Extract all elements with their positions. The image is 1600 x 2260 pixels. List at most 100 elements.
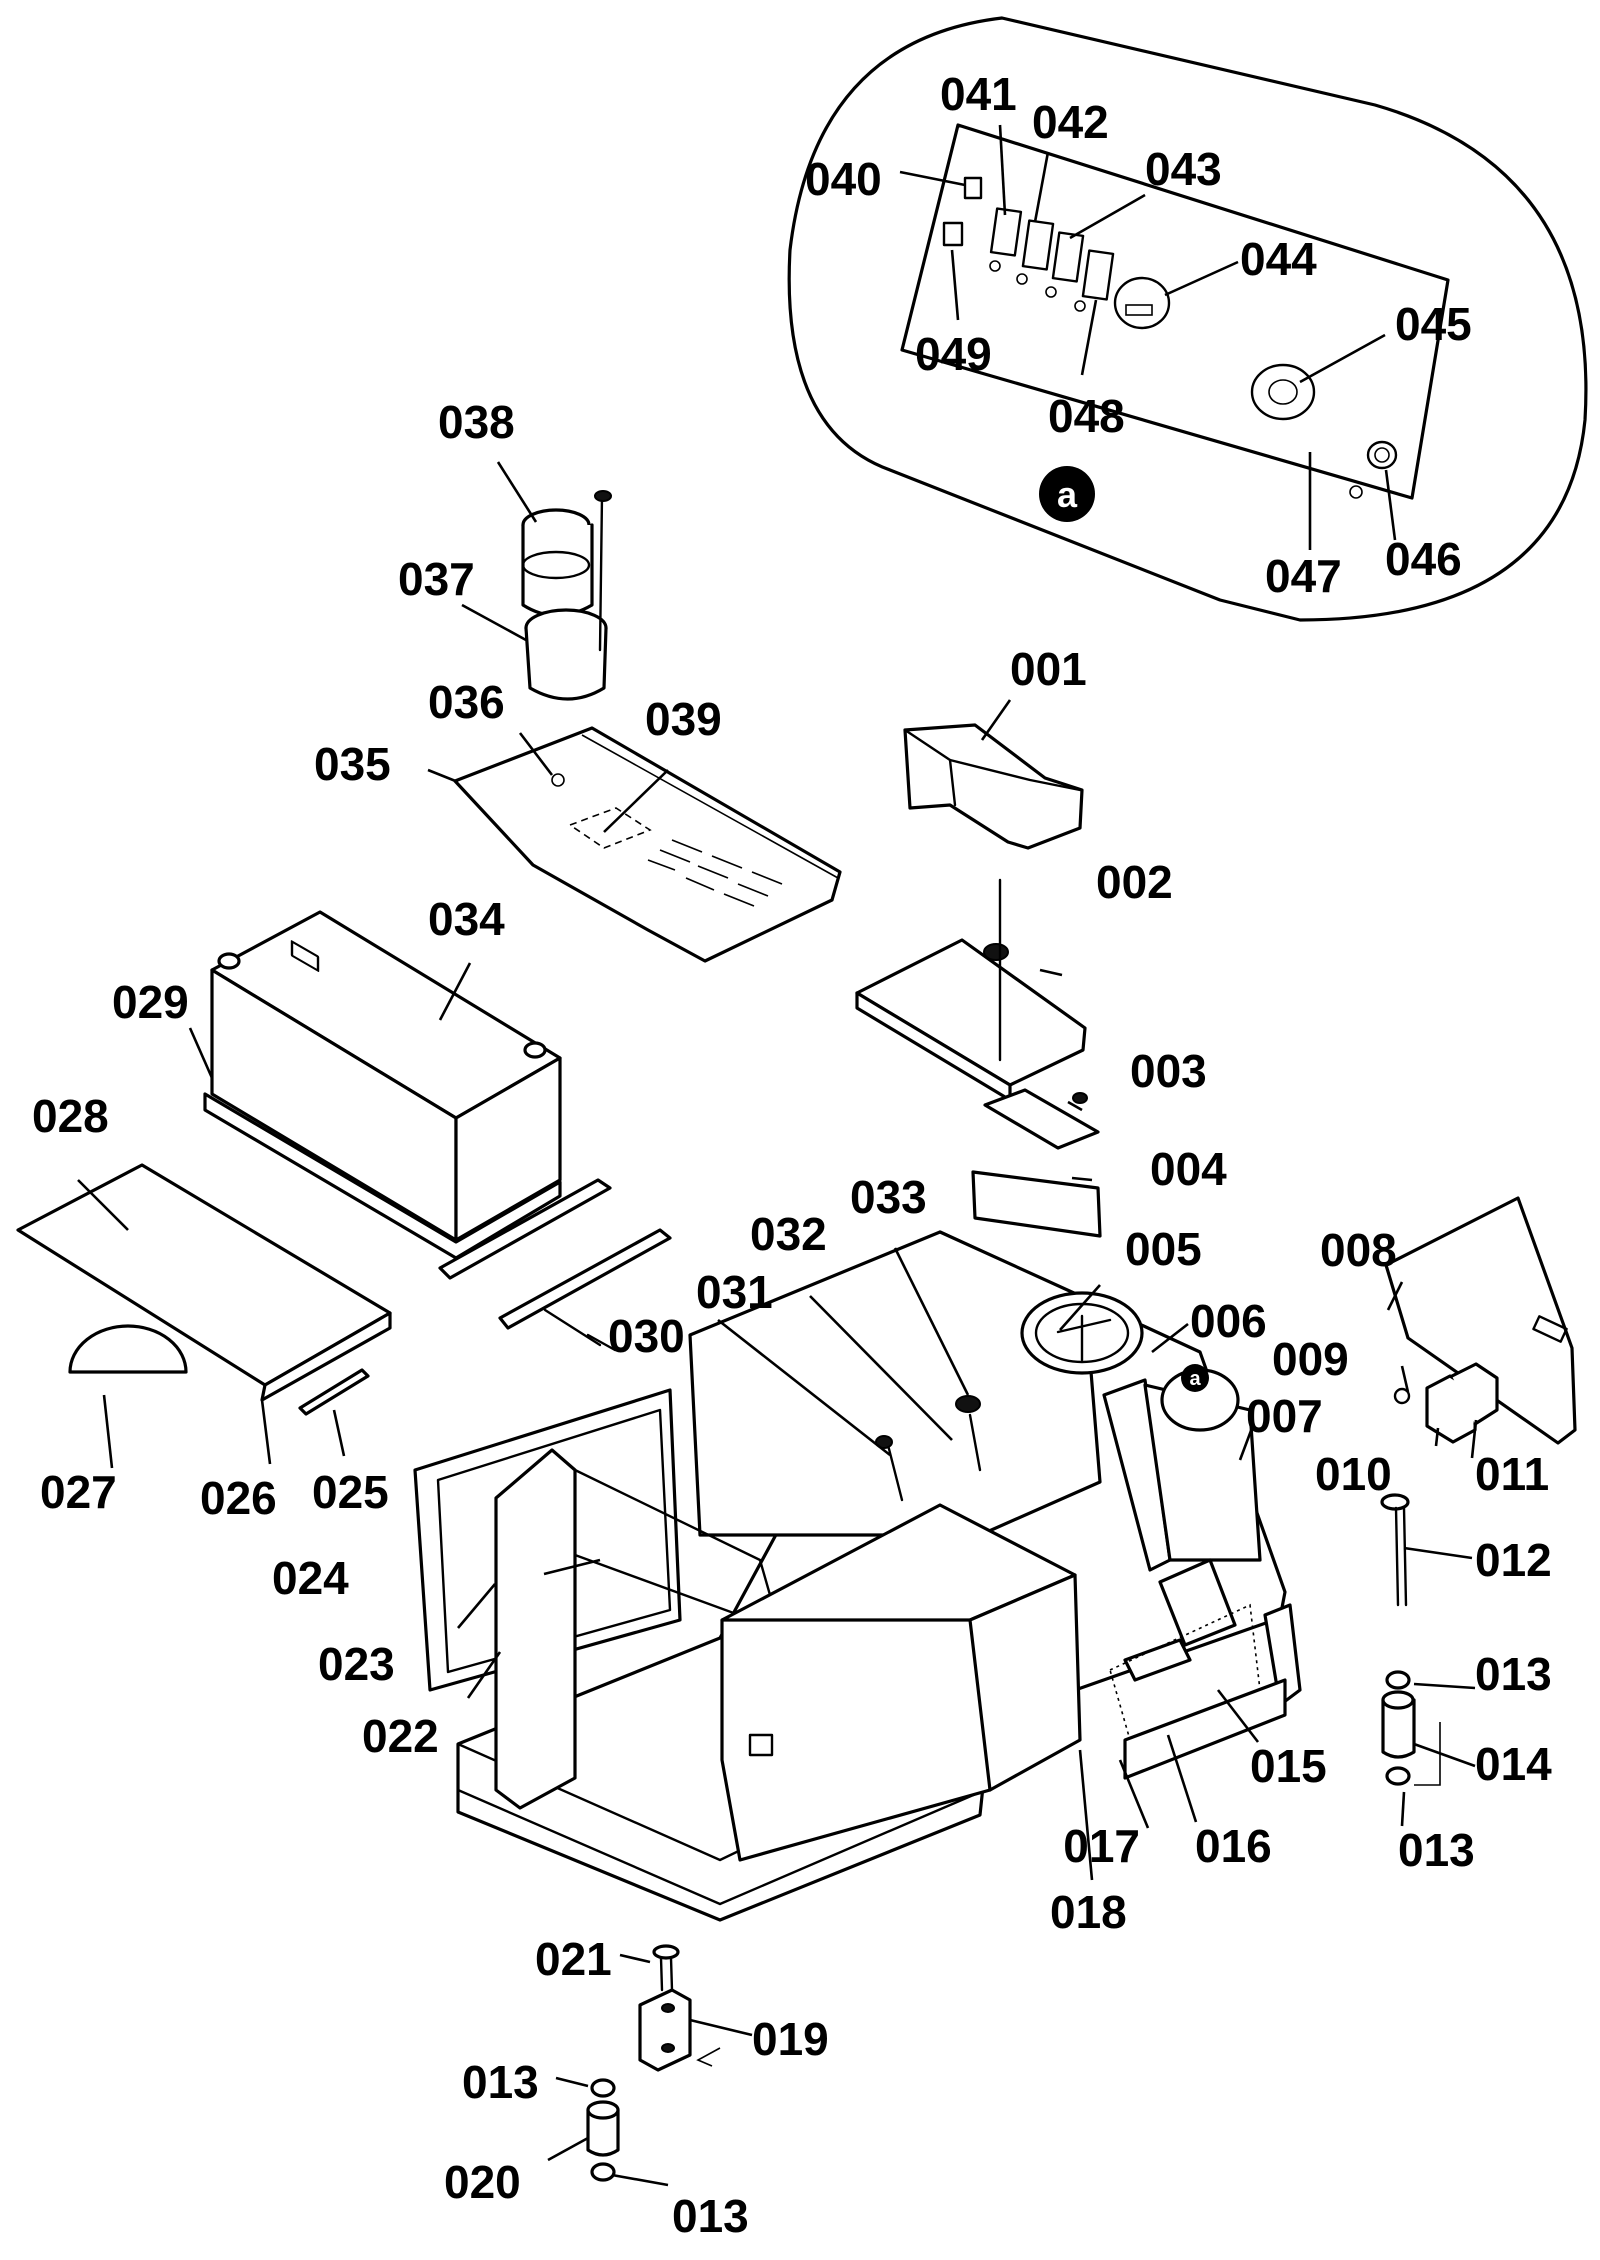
rear-cover-plate-035 [453,726,842,963]
callout-badge-letter: a [1057,474,1078,515]
grommet-036 [551,773,565,787]
label-021: 021 [535,1933,612,1985]
label-007: 007 [1246,1390,1323,1442]
label-019: 019 [752,2013,829,2065]
label-015: 015 [1250,1740,1327,1792]
label-044: 044 [1240,233,1317,285]
label-049: 049 [915,328,992,380]
label-003: 003 [1130,1045,1207,1097]
cover-label-039 [568,807,652,849]
label-004: 004 [1150,1143,1227,1195]
bolt-021 [652,1944,680,1960]
relay-bracket-008 [1384,1196,1577,1445]
hinge-025 [298,1368,370,1416]
side-cover-group [16,1163,392,1416]
seat-group [855,723,1102,1238]
label-016: 016 [1195,1820,1272,1872]
label-005: 005 [1125,1223,1202,1275]
hour-meter-044 [1113,276,1171,330]
battery-tray-029 [203,1092,562,1260]
label-039: 039 [645,693,722,745]
cover-vent-slots [647,839,783,907]
washer-013-bottom-left [590,2162,616,2182]
battery-side-034 [454,1056,562,1242]
callout-badge-a-inline [1181,1364,1209,1392]
gauge-042 [1021,219,1055,271]
lamp-040 [963,176,983,200]
gauge-041 [989,207,1023,257]
label-042: 042 [1032,96,1109,148]
label-043: 043 [1145,143,1222,195]
label-010: 010 [1315,1448,1392,1500]
battery-group [203,910,672,1352]
label-030: 030 [608,1310,685,1362]
label-034: 034 [428,893,505,945]
label-029: 029 [112,976,189,1028]
label-022: 022 [362,1710,439,1762]
label-018: 018 [1050,1886,1127,1938]
label-026: 026 [200,1472,277,1524]
lever-032 [968,1413,982,1472]
label-032: 032 [750,1208,827,1260]
label-014: 014 [1475,1738,1552,1790]
label-035: 035 [314,738,391,790]
label-045: 045 [1395,298,1472,350]
label-013-left-top: 013 [462,2056,539,2108]
label-002: 002 [1096,856,1173,908]
label-028: 028 [32,1090,109,1142]
switch-046 [1366,440,1398,470]
relay-011 [1450,1362,1499,1426]
label-013-right-top: 013 [1475,1648,1552,1700]
label-037: 037 [398,553,475,605]
label-038: 038 [438,396,515,448]
label-001: 001 [1010,643,1087,695]
washer-013-top-right [1385,1670,1411,1690]
label-020: 020 [444,2156,521,2208]
label-013-left-bottom: 013 [672,2190,749,2242]
gauge-048 [1081,249,1115,301]
label-048: 048 [1048,390,1125,442]
knob-027 [68,1324,188,1374]
label-027: 027 [40,1466,117,1518]
label-041: 041 [940,68,1017,120]
rops-frame-022 [494,1448,577,1810]
label-040: 040 [805,153,882,205]
rear-cover-group [453,490,842,963]
bracket-019 [638,1988,692,2072]
rubber-mount-020 [586,2108,620,2157]
label-011: 011 [1475,1448,1549,1500]
label-023: 023 [318,1638,395,1690]
seat-rail-003 [983,1088,1100,1150]
detail-a-callout: a [787,16,1588,622]
pedal-016 [1158,1558,1237,1647]
label-012: 012 [1475,1534,1552,1586]
lamp-049 [942,221,964,247]
battery-cell-caps [290,940,320,972]
key-switch-045 [1250,363,1316,421]
label-006: 006 [1190,1295,1267,1347]
label-046: 046 [1385,533,1462,585]
machine-chassis: a [413,1230,1302,1922]
label-017: 017 [1063,1820,1140,1872]
label-025: 025 [312,1466,389,1518]
label-024: 024 [272,1552,349,1604]
washer-013-bottom-right [1385,1766,1411,1786]
gauge-043 [1051,231,1085,283]
control-box-group [1384,1196,1577,1445]
rubber-mount-014 [1381,1698,1416,1759]
beacon-cage-038 [521,523,594,617]
callout-badge-inline-letter: a [1189,1368,1201,1390]
nut-009 [1393,1387,1411,1405]
callout-badge-a [1039,466,1095,522]
label-033: 033 [850,1171,927,1223]
seat-rail-004 [971,1170,1102,1238]
seat-001 [903,723,1084,850]
label-036: 036 [428,676,505,728]
washer-013-top-left [590,2078,616,2098]
mount-hardware [586,1493,1416,2182]
battery-bracket-030 [438,1178,612,1280]
label-047: 047 [1265,550,1342,602]
label-031: 031 [696,1266,773,1318]
